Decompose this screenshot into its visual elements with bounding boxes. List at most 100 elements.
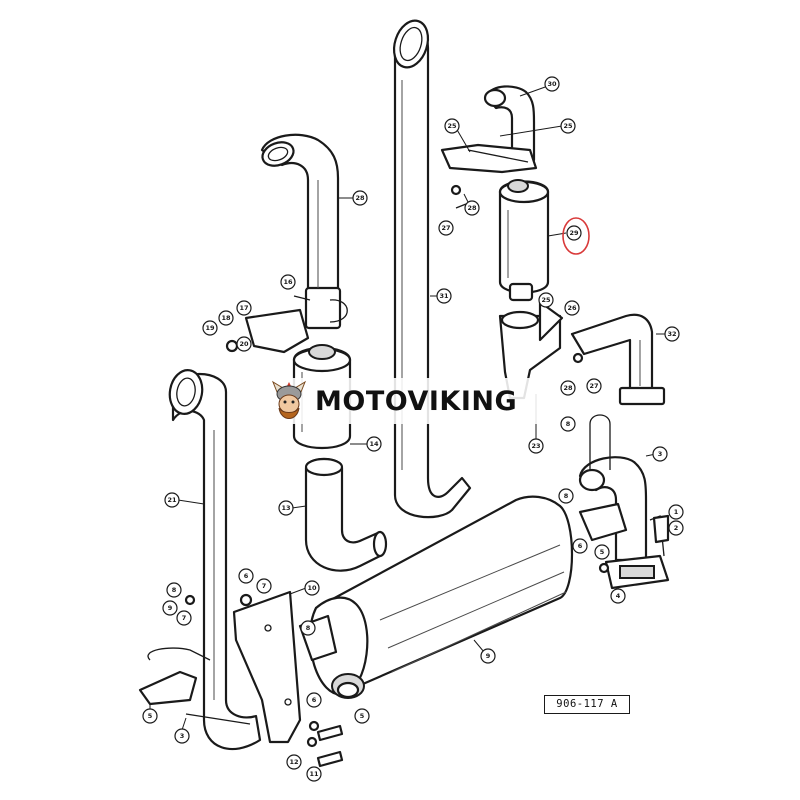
figure-reference-label: 906-117 A — [544, 695, 630, 714]
callout-1: 1 — [668, 504, 684, 520]
tall-exhaust-stack — [392, 19, 472, 519]
callout-label: 1 — [674, 508, 679, 516]
callout-32: 32 — [664, 326, 680, 342]
callout-label: 8 — [566, 420, 571, 428]
callout-28: 28 — [560, 380, 576, 396]
callout-label: 28 — [467, 204, 477, 212]
callout-label: 30 — [547, 80, 557, 88]
callout-6: 6 — [238, 568, 254, 584]
callout-label: 5 — [600, 548, 605, 556]
callout-label: 32 — [667, 330, 676, 338]
callout-29: 29 — [566, 225, 582, 241]
upper-right-elbow — [440, 85, 538, 174]
callout-label: 28 — [355, 194, 365, 202]
callout-2: 2 — [668, 520, 684, 536]
callout-label: 17 — [239, 304, 248, 312]
callout-label: 4 — [616, 592, 621, 600]
callout-21: 21 — [164, 492, 180, 508]
callout-label: 16 — [283, 278, 293, 286]
callout-label: 25 — [541, 296, 551, 304]
callout-25: 25 — [560, 118, 576, 134]
callout-11: 11 — [306, 766, 322, 782]
lower-elbow-13 — [304, 457, 388, 572]
callout-16: 16 — [280, 274, 296, 290]
callout-17: 17 — [236, 300, 252, 316]
callout-8: 8 — [300, 620, 316, 636]
callout-7: 7 — [176, 610, 192, 626]
callout-label: 5 — [148, 712, 153, 720]
callout-label: 27 — [589, 382, 598, 390]
callout-8: 8 — [166, 582, 182, 598]
callout-5: 5 — [354, 708, 370, 724]
callout-26: 26 — [564, 300, 580, 316]
callout-label: 29 — [569, 229, 579, 237]
callout-25: 25 — [538, 292, 554, 308]
callout-label: 2 — [674, 524, 679, 532]
right-outlet-elbow — [578, 414, 670, 590]
callout-7: 7 — [256, 578, 272, 594]
highlight-ring — [562, 217, 590, 255]
callout-label: 5 — [360, 712, 365, 720]
hardware-fasteners — [184, 184, 670, 768]
callout-6: 6 — [572, 538, 588, 554]
upper-muffler-29 — [498, 179, 550, 302]
brand-watermark: MOTOVIKING — [263, 378, 550, 424]
callout-20: 20 — [236, 336, 252, 352]
callout-label: 9 — [168, 604, 173, 612]
callout-5: 5 — [142, 708, 158, 724]
callout-27: 27 — [586, 378, 602, 394]
callout-label: 13 — [281, 504, 290, 512]
callout-label: 3 — [658, 450, 663, 458]
callout-label: 9 — [486, 652, 491, 660]
callout-31: 31 — [436, 288, 452, 304]
callout-30: 30 — [544, 76, 560, 92]
callout-label: 12 — [289, 758, 298, 766]
callout-9: 9 — [162, 600, 178, 616]
callout-label: 7 — [182, 614, 187, 622]
upper-left-stack — [260, 133, 348, 330]
callout-14: 14 — [366, 436, 382, 452]
callout-label: 25 — [447, 122, 457, 130]
callout-label: 8 — [564, 492, 569, 500]
callout-label: 3 — [180, 732, 185, 740]
callout-28: 28 — [352, 190, 368, 206]
callout-8: 8 — [560, 416, 576, 432]
callout-6: 6 — [306, 692, 322, 708]
mounting-bracket-10 — [232, 590, 302, 744]
callout-label: 25 — [563, 122, 573, 130]
callout-label: 14 — [369, 440, 379, 448]
callout-label: 28 — [563, 384, 573, 392]
callout-28: 28 — [464, 200, 480, 216]
callout-label: 8 — [306, 624, 311, 632]
callout-label: 31 — [439, 292, 449, 300]
callout-label: 6 — [312, 696, 317, 704]
callout-25: 25 — [444, 118, 460, 134]
callout-label: 21 — [167, 496, 177, 504]
callout-label: 8 — [172, 586, 177, 594]
callout-5: 5 — [594, 544, 610, 560]
callout-9: 9 — [480, 648, 496, 664]
long-left-stack — [138, 369, 262, 751]
callout-label: 27 — [441, 224, 450, 232]
callout-8: 8 — [558, 488, 574, 504]
callout-label: 19 — [205, 324, 215, 332]
callout-13: 13 — [278, 500, 294, 516]
callout-10: 10 — [304, 580, 320, 596]
callout-23: 23 — [528, 438, 544, 454]
callout-label: 10 — [307, 584, 317, 592]
callout-12: 12 — [286, 754, 302, 770]
callout-3: 3 — [174, 728, 190, 744]
callout-label: 6 — [578, 542, 583, 550]
callout-27: 27 — [438, 220, 454, 236]
callout-label: 18 — [221, 314, 231, 322]
viking-mascot-icon — [271, 380, 307, 419]
callout-label: 6 — [244, 572, 249, 580]
brand-name: MOTOVIKING — [315, 385, 518, 417]
callout-3: 3 — [652, 446, 668, 462]
callout-label: 11 — [309, 770, 319, 778]
right-elbow-pipe — [498, 300, 666, 406]
callout-19: 19 — [202, 320, 218, 336]
callout-label: 26 — [567, 304, 577, 312]
callout-label: 7 — [262, 582, 267, 590]
